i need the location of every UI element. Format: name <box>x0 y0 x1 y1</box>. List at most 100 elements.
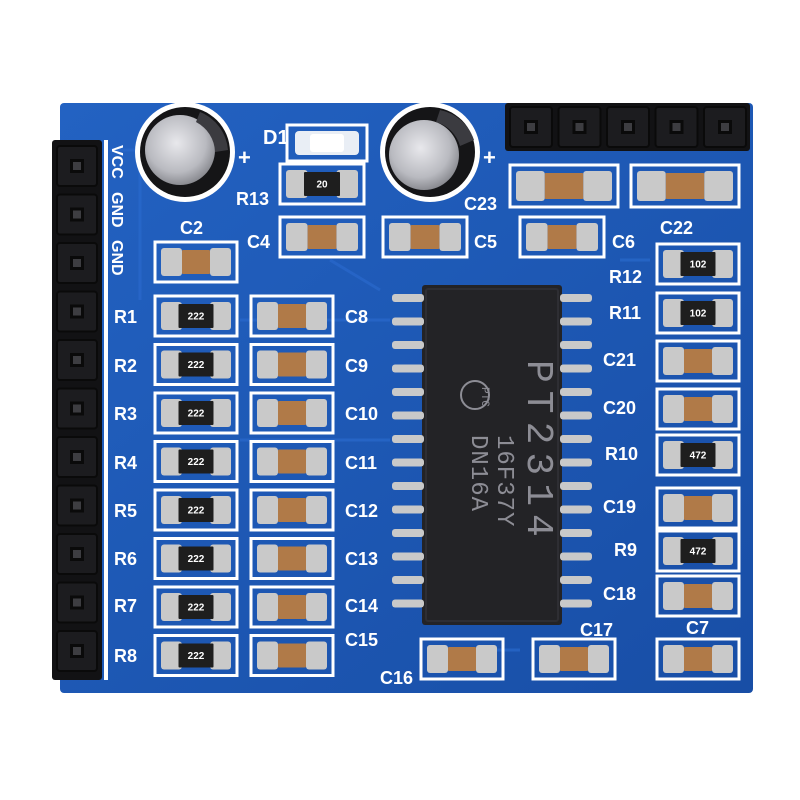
capacitor-c2 <box>153 240 239 284</box>
silk-label-c8: C8 <box>345 307 368 327</box>
led-d1 <box>285 123 369 163</box>
silk-label-r2: R2 <box>114 356 137 376</box>
resistor-r10: 472 <box>655 433 741 477</box>
capacitor-c17 <box>531 637 617 681</box>
header-pin[interactable] <box>56 242 98 284</box>
left-header-outline <box>104 140 108 680</box>
capacitor-c19 <box>655 486 741 530</box>
header-pin[interactable] <box>56 290 98 333</box>
silk-label-c12: C12 <box>345 501 378 521</box>
header-pin[interactable] <box>557 106 602 148</box>
resistor-r7: 222 <box>153 585 239 629</box>
chip-pin <box>392 388 424 396</box>
chip-pin <box>560 294 592 302</box>
silk-label-r9: R9 <box>614 540 637 560</box>
silk-label-r6: R6 <box>114 549 137 569</box>
top-pin-header[interactable] <box>505 103 750 151</box>
chip-pin <box>560 317 592 326</box>
silk-label-c4: C4 <box>247 232 270 252</box>
chip-pin <box>560 552 592 561</box>
header-pin[interactable] <box>56 581 98 624</box>
header-pin[interactable] <box>654 106 699 148</box>
resistor-r9: 472 <box>655 529 741 573</box>
plus-marker-right: + <box>483 145 496 170</box>
silk-label-c7: C7 <box>686 618 709 638</box>
resistor-r1: 222 <box>153 294 239 338</box>
resistor-r11: 102 <box>655 291 741 335</box>
header-pin[interactable] <box>56 484 98 527</box>
chip-pin <box>392 317 424 326</box>
header-pin[interactable] <box>56 193 98 236</box>
resistor-code: 222 <box>188 360 205 371</box>
chip-line-2: 16F37Y <box>490 435 517 527</box>
chip-pin <box>392 599 424 608</box>
silk-label-c9: C9 <box>345 356 368 376</box>
header-pin[interactable] <box>56 533 98 575</box>
resistor-code: 102 <box>690 309 707 320</box>
silk-label-c21: C21 <box>603 350 636 370</box>
chip-pin <box>560 576 592 584</box>
header-pin[interactable] <box>56 387 98 430</box>
header-pin[interactable] <box>56 436 98 478</box>
resistor-code: 222 <box>188 409 205 420</box>
pt2314-chip: PT2314 16F37Y DN16A PTC <box>392 285 592 625</box>
capacitor-c22 <box>629 163 741 209</box>
silk-label-c11: C11 <box>345 453 377 473</box>
resistor-r3: 222 <box>153 391 239 435</box>
chip-logo: PTC <box>478 387 490 407</box>
chip-pin <box>392 341 424 349</box>
resistor-r5: 222 <box>153 488 239 532</box>
silk-label-c13: C13 <box>345 549 378 569</box>
capacitor-c16 <box>419 637 505 681</box>
chip-pin <box>392 552 424 561</box>
capacitor-c9 <box>249 343 335 386</box>
resistor-r12: 102 <box>655 242 741 286</box>
silk-label-r10: R10 <box>605 444 638 464</box>
capacitor-c13 <box>249 537 335 580</box>
resistor-r2: 222 <box>153 343 239 386</box>
resistor-code: 20 <box>316 180 328 191</box>
silk-label-c20: C20 <box>603 398 636 418</box>
pin-label-label_vcc: VCC <box>108 145 125 179</box>
capacitor-c12 <box>249 488 335 532</box>
capacitor-c8 <box>249 294 335 338</box>
header-pin[interactable] <box>56 339 98 381</box>
chip-pin <box>392 458 424 467</box>
chip-pin <box>560 341 592 349</box>
header-pin[interactable] <box>606 106 650 148</box>
resistor-r4: 222 <box>153 440 239 483</box>
capacitor-c5 <box>381 215 469 259</box>
left-pin-header[interactable] <box>52 140 102 680</box>
chip-pin <box>560 599 592 608</box>
electrolytic-capacitor-right: + <box>380 102 496 202</box>
silk-label-r1: R1 <box>114 307 137 327</box>
silk-label-c6: C6 <box>612 232 635 252</box>
resistor-code: 222 <box>188 457 205 468</box>
capacitor-c4 <box>278 215 366 259</box>
silk-label-c18: C18 <box>603 584 636 604</box>
silk-label-r5: R5 <box>114 501 137 521</box>
resistor-code: 222 <box>188 554 205 565</box>
electrolytic-capacitor-left: + <box>135 102 251 202</box>
silk-label-c16: C16 <box>380 668 413 688</box>
header-pin[interactable] <box>509 106 553 148</box>
silk-label-c5: C5 <box>474 232 497 252</box>
silk-label-r7: R7 <box>114 596 137 616</box>
chip-pin <box>392 482 424 490</box>
chip-pin <box>392 505 424 514</box>
silk-label-c17: C17 <box>580 620 613 640</box>
chip-pin <box>560 458 592 467</box>
silk-label-r13: R13 <box>236 189 269 209</box>
chip-pin <box>560 505 592 514</box>
chip-pin <box>392 364 424 373</box>
resistor-code: 222 <box>188 506 205 517</box>
header-pin[interactable] <box>56 630 98 672</box>
resistor-code: 472 <box>690 451 707 462</box>
header-pin[interactable] <box>703 106 747 148</box>
capacitor-c15 <box>249 634 335 677</box>
resistor-r8: 222 <box>153 634 239 677</box>
header-pin[interactable] <box>56 145 98 187</box>
capacitor-c18 <box>655 574 741 618</box>
capacitor-c20 <box>655 387 741 431</box>
